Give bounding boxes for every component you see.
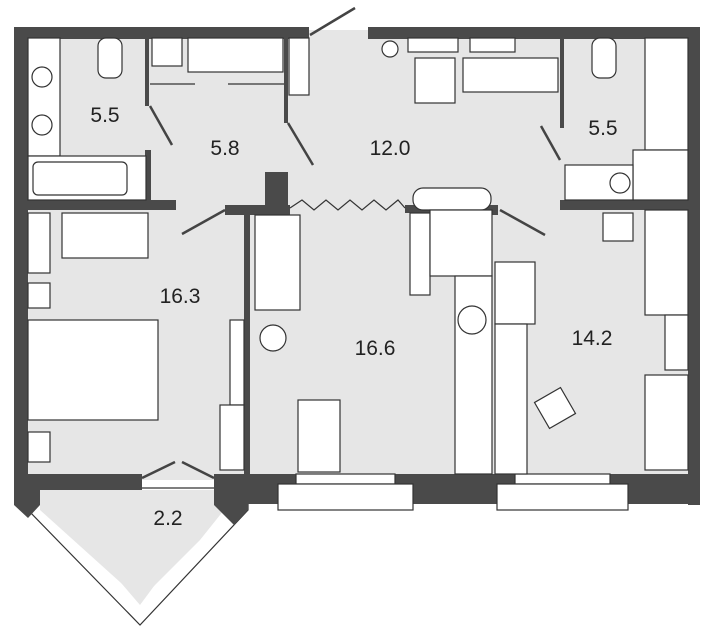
wardrobe-fixtures	[150, 37, 310, 96]
dining-table	[297, 399, 341, 473]
area-label-room: 14.2	[572, 327, 613, 350]
bed	[27, 319, 159, 421]
area-label-kitchen-living: 16.6	[355, 337, 396, 360]
area-label-hallway: 12.0	[370, 137, 411, 160]
double-sink	[27, 37, 61, 157]
living-furniture	[254, 187, 493, 475]
sofa	[61, 212, 149, 259]
toilet	[97, 37, 123, 79]
sofa	[254, 214, 301, 311]
balcony-inner	[50, 490, 225, 605]
hallway-fixtures	[381, 37, 559, 104]
bathroom-right-fixtures	[564, 37, 689, 201]
sofa	[644, 374, 689, 471]
outer-walls	[14, 27, 700, 525]
room-furniture	[494, 209, 689, 475]
area-label-bedroom: 16.3	[160, 285, 201, 308]
area-label-bathroom-left: 5.5	[90, 104, 119, 127]
doors	[141, 6, 562, 480]
bathroom-left-fixtures	[27, 37, 147, 201]
bedroom-furniture	[27, 212, 245, 471]
area-label-wardrobe: 5.8	[210, 137, 239, 160]
area-label-balcony: 2.2	[153, 507, 182, 530]
windows	[277, 473, 629, 511]
area-label-bathroom-right: 5.5	[588, 117, 617, 140]
area-labels: 5.5 5.8 12.0 5.5 16.3 16.6 14.2 2.2	[90, 104, 617, 530]
